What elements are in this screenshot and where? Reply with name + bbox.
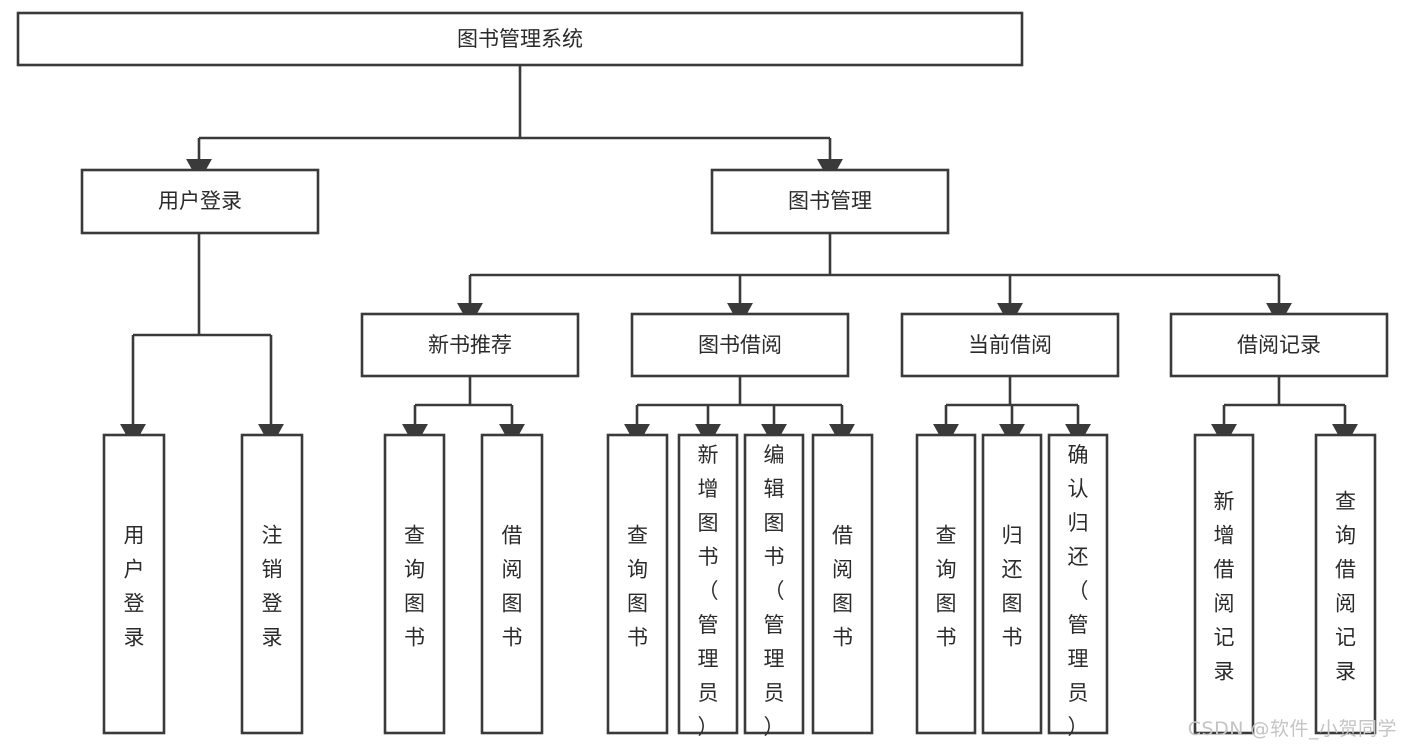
leaf-node-box[interactable] [102,433,166,735]
node-user-login-label: 用户登录 [158,189,242,213]
leaf-node-box[interactable] [480,433,544,735]
node-book-borrow[interactable]: 图书借阅 [630,312,850,378]
leaf-node[interactable]: 新增借阅记录 [1193,433,1255,735]
node-borrow-record-box[interactable] [1169,312,1389,378]
leaf-node[interactable]: 借阅图书 [811,433,874,735]
leaf-node-label: 新增借阅记录 [1214,490,1235,684]
leaf-node-label: 新增图书（管理员） [698,443,719,739]
leaf-node[interactable]: 查询图书 [383,433,446,735]
leaf-node-box[interactable] [811,433,874,735]
connectors [120,65,1358,448]
leaf-node-label: 用户登录 [124,524,145,650]
node-root-box[interactable] [16,11,1024,67]
leaf-node-label: 编辑图书（管理员） [764,443,785,739]
node-current-borrow[interactable]: 当前借阅 [900,312,1120,378]
leaf-node-label: 借阅图书 [832,524,853,650]
node-new-book-recommend-label: 新书推荐 [428,333,512,357]
node-borrow-record[interactable]: 借阅记录 [1169,312,1389,378]
node-book-management[interactable]: 图书管理 [710,168,950,235]
node-book-management-label: 图书管理 [788,189,872,213]
leaf-node-box[interactable] [915,433,977,735]
node-current-borrow-label: 当前借阅 [968,333,1052,357]
leaf-node-label: 查询图书 [627,524,648,650]
leaf-node-box[interactable] [606,433,669,735]
node-borrow-record-label: 借阅记录 [1237,333,1321,357]
csdn-watermark: CSDN @软件_小贺同学 [1187,718,1397,740]
leaf-node[interactable]: 新增图书（管理员） [677,433,739,739]
leaf-node-box[interactable] [743,433,805,735]
node-book-borrow-label: 图书借阅 [698,333,782,357]
leaf-node-label: 查询图书 [936,524,957,650]
leaf-node-box[interactable] [981,433,1043,735]
leaf-nodes: 用户登录 注销登录 查询图书 借阅图书 查询图书 新增图书（管理员） 编辑图书（管理员） 借阅… [102,433,1377,739]
leaf-node[interactable]: 用户登录 [102,433,166,735]
leaf-node-label: 注销登录 [262,524,283,650]
leaf-node-label: 借阅图书 [502,524,523,650]
leaf-node-label: 确认归还（管理员） [1068,443,1089,739]
leaf-node[interactable]: 查询图书 [915,433,977,735]
leaf-node-box[interactable] [1314,433,1377,735]
leaf-node-box[interactable] [1047,433,1109,735]
node-root[interactable]: 图书管理系统 [16,11,1024,67]
node-book-management-box[interactable] [710,168,950,235]
leaf-node[interactable]: 查询借阅记录 [1314,433,1377,735]
leaf-node-box[interactable] [1193,433,1255,735]
node-book-borrow-box[interactable] [630,312,850,378]
leaf-node[interactable]: 注销登录 [240,433,304,735]
leaf-node[interactable]: 借阅图书 [480,433,544,735]
node-root-label: 图书管理系统 [457,27,583,51]
node-new-book-recommend[interactable]: 新书推荐 [360,312,580,378]
leaf-node-box[interactable] [240,433,304,735]
leaf-node-label: 查询图书 [404,524,425,650]
leaf-node[interactable]: 查询图书 [606,433,669,735]
leaf-node-label: 归还图书 [1002,524,1023,650]
leaf-node-label: 查询借阅记录 [1335,490,1356,684]
leaf-node-box[interactable] [383,433,446,735]
leaf-node[interactable]: 确认归还（管理员） [1047,433,1109,739]
node-user-login[interactable]: 用户登录 [80,168,320,235]
node-current-borrow-box[interactable] [900,312,1120,378]
leaf-node[interactable]: 编辑图书（管理员） [743,433,805,739]
node-new-book-recommend-box[interactable] [360,312,580,378]
node-user-login-box[interactable] [80,168,320,235]
leaf-node-box[interactable] [677,433,739,735]
leaf-node[interactable]: 归还图书 [981,433,1043,735]
